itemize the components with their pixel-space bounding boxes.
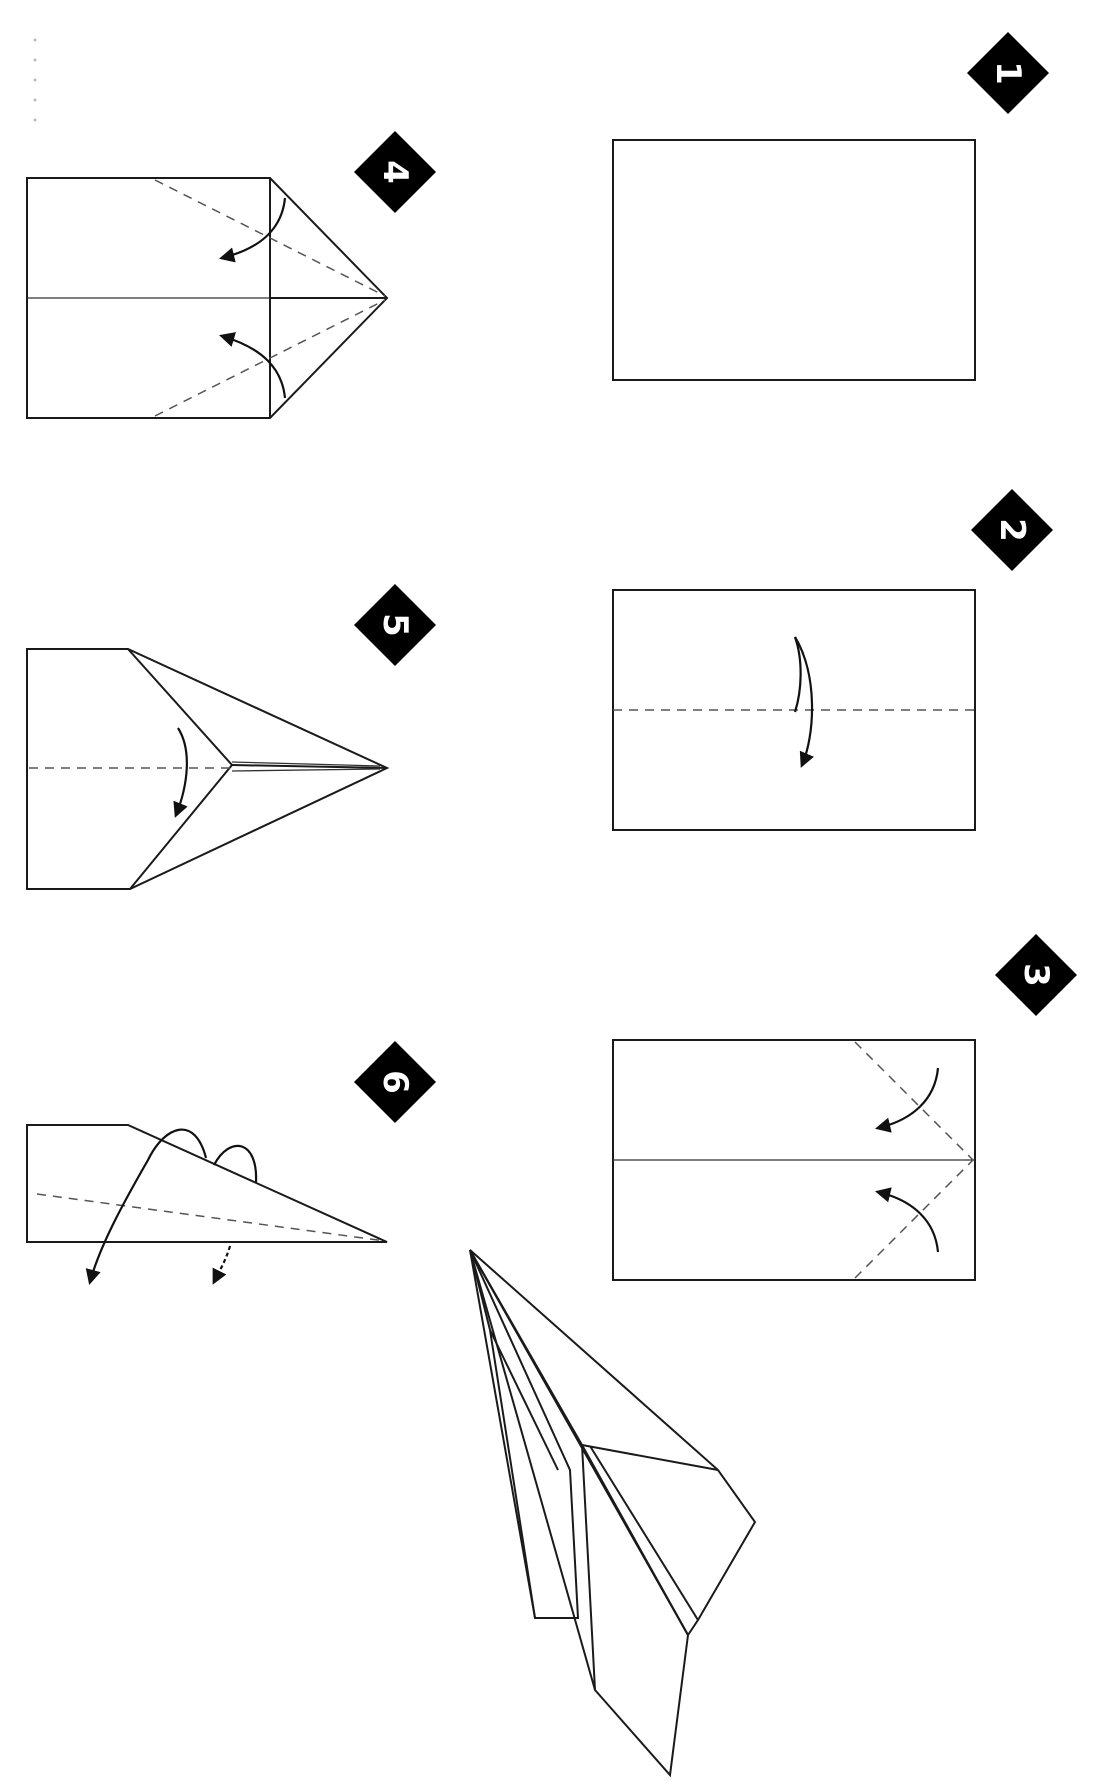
finished-paper-airplane: [469, 1249, 757, 1778]
step-2: 2: [612, 488, 1054, 831]
step-4-number: 4: [375, 160, 415, 184]
step-3-badge: 3: [994, 933, 1078, 1017]
step-5-number: 5: [375, 613, 415, 637]
step-3-number: 3: [1016, 963, 1056, 987]
step-6-wing-fold: [36, 1193, 386, 1242]
step-3-corner-fold-bottom: [854, 1159, 974, 1279]
step-3-corner-fold-top: [854, 1041, 974, 1161]
step-1: 1: [612, 31, 1050, 381]
fold-arrow-icon: [875, 1067, 940, 1133]
step-3: 3: [612, 933, 1078, 1281]
step-2-badge: 2: [970, 488, 1054, 572]
step-4-fold-line-top: [154, 179, 386, 297]
step-2-number: 2: [992, 518, 1032, 542]
step-6: 6: [26, 1040, 437, 1285]
fold-arrow-icon: [794, 636, 814, 768]
step-5: 5: [26, 583, 437, 890]
step-1-badge: 1: [966, 31, 1050, 115]
step-6-sheet: [26, 1124, 388, 1243]
step-6-number: 6: [375, 1070, 415, 1094]
fold-arrow-icon: [173, 727, 188, 818]
fold-arrow-icon: [85, 1128, 208, 1285]
fold-arrow-icon: [219, 332, 287, 399]
step-4-badge: 4: [353, 130, 437, 214]
step-6-badge: 6: [353, 1040, 437, 1124]
step-1-number: 1: [988, 61, 1028, 85]
step-5-badge: 5: [353, 583, 437, 667]
fold-arrow-icon: [875, 1187, 940, 1253]
fold-arrow-icon: [213, 1144, 258, 1183]
step-4-fold-line-bottom: [154, 299, 386, 417]
step-4: 4: [26, 130, 437, 419]
scan-dots: [33, 38, 37, 122]
step-1-sheet: [612, 139, 976, 381]
fold-arrow-icon: [219, 197, 287, 263]
step-5-sheet: [26, 648, 390, 890]
